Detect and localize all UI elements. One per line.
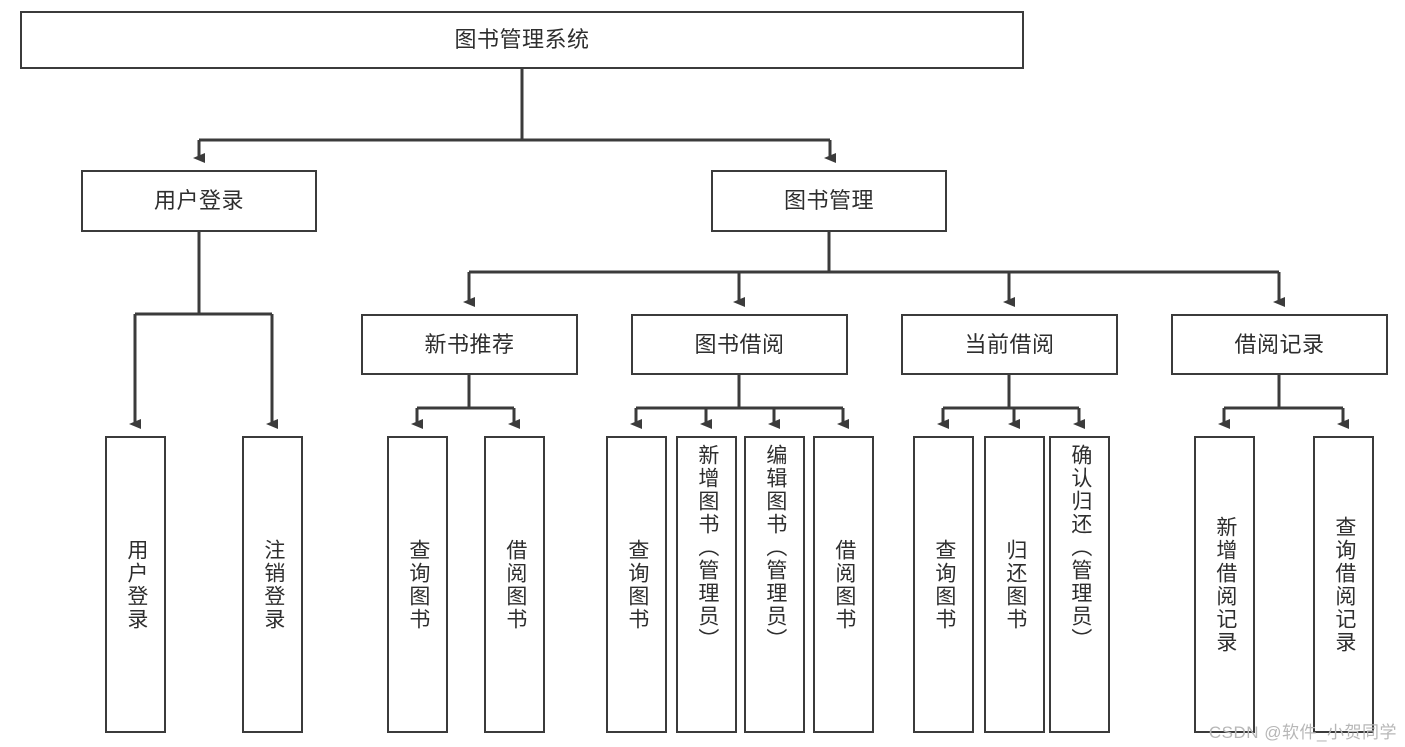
- node-current-borrow[interactable]: 当前借阅: [901, 314, 1118, 375]
- node-borrow-record[interactable]: 借阅记录: [1171, 314, 1388, 375]
- node-book-borrow[interactable]: 图书借阅: [631, 314, 848, 375]
- node-leaf-query-book-3-label: 查询图书: [932, 538, 956, 631]
- node-root-label: 图书管理系统: [454, 27, 590, 53]
- node-book-manage[interactable]: 图书管理: [711, 170, 947, 232]
- node-leaf-add-book[interactable]: 新增图书（管理员）: [676, 436, 737, 733]
- node-book-borrow-label: 图书借阅: [694, 331, 785, 357]
- node-leaf-borrow-book-2[interactable]: 借阅图书: [813, 436, 874, 733]
- node-leaf-query-book-1[interactable]: 查询图书: [387, 436, 448, 733]
- node-leaf-confirm-return-label: 确认归还（管理员）: [1068, 444, 1092, 651]
- node-leaf-return-book-label: 归还图书: [1003, 538, 1027, 631]
- node-leaf-edit-book-label: 编辑图书（管理员）: [763, 444, 787, 651]
- node-leaf-borrow-book-2-label: 借阅图书: [832, 538, 856, 631]
- node-current-borrow-label: 当前借阅: [964, 331, 1055, 357]
- node-leaf-query-book-2-label: 查询图书: [625, 538, 649, 631]
- node-root-system[interactable]: 图书管理系统: [20, 11, 1024, 69]
- node-leaf-borrow-book-1[interactable]: 借阅图书: [484, 436, 545, 733]
- node-leaf-query-book-3[interactable]: 查询图书: [913, 436, 974, 733]
- node-new-book-recommend[interactable]: 新书推荐: [361, 314, 578, 375]
- node-leaf-logout-login[interactable]: 注销登录: [242, 436, 303, 733]
- node-leaf-user-login[interactable]: 用户登录: [105, 436, 166, 733]
- node-book-manage-label: 图书管理: [783, 188, 874, 214]
- node-user-login-label: 用户登录: [153, 188, 244, 214]
- node-leaf-return-book[interactable]: 归还图书: [984, 436, 1045, 733]
- node-leaf-edit-book[interactable]: 编辑图书（管理员）: [744, 436, 805, 733]
- node-leaf-query-book-1-label: 查询图书: [406, 538, 430, 631]
- node-leaf-add-book-label: 新增图书（管理员）: [695, 444, 719, 651]
- node-leaf-query-borrow-record-label: 查询借阅记录: [1332, 515, 1356, 654]
- node-leaf-add-borrow-record[interactable]: 新增借阅记录: [1194, 436, 1255, 733]
- node-leaf-logout-login-label: 注销登录: [261, 538, 285, 631]
- node-leaf-query-book-2[interactable]: 查询图书: [606, 436, 667, 733]
- node-leaf-user-login-label: 用户登录: [124, 538, 148, 631]
- node-borrow-record-label: 借阅记录: [1234, 331, 1325, 357]
- node-leaf-borrow-book-1-label: 借阅图书: [503, 538, 527, 631]
- node-user-login[interactable]: 用户登录: [81, 170, 317, 232]
- node-new-book-recommend-label: 新书推荐: [424, 331, 515, 357]
- node-leaf-confirm-return[interactable]: 确认归还（管理员）: [1049, 436, 1110, 733]
- node-leaf-query-borrow-record[interactable]: 查询借阅记录: [1313, 436, 1374, 733]
- node-leaf-add-borrow-record-label: 新增借阅记录: [1213, 515, 1237, 654]
